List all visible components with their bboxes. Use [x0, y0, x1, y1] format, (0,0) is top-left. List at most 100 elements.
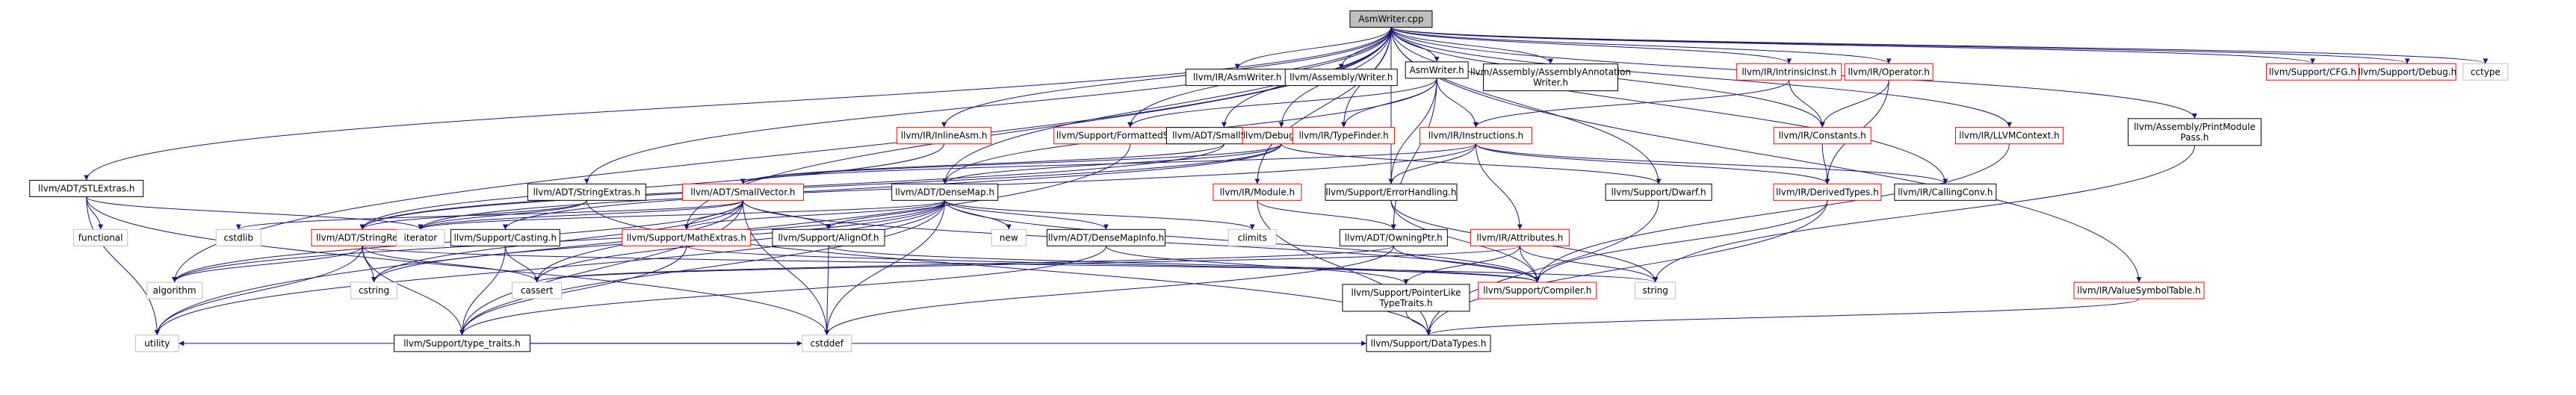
graph-node-ir-asmwriter-h[interactable]: llvm/IR/AsmWriter.h	[1185, 69, 1289, 87]
node-label: Pass.h	[2181, 132, 2209, 143]
node-box	[1773, 183, 1882, 201]
graph-node-typetraits[interactable]: llvm/Support/type_traits.h	[393, 335, 530, 352]
node-box	[2462, 63, 2509, 81]
graph-node-compiler[interactable]: llvm/Support/Compiler.h	[1478, 282, 1597, 299]
node-label: llvm/Support/PointerLike	[1351, 287, 1461, 298]
edge-inlineasm-to-stringref	[359, 143, 945, 230]
node-label: llvm/IR/IntrinsicInst.h	[1741, 66, 1836, 77]
edge-asmwriter_h-to-errorhandling	[1388, 78, 1437, 184]
node-box	[512, 282, 563, 299]
graph-node-cassert: cassert	[512, 282, 563, 299]
graph-node-llvmcontext[interactable]: llvm/IR/LLVMContext.h	[1955, 127, 2064, 145]
node-label: llvm/Support/Debug.h	[2358, 66, 2456, 77]
node-label: llvm/ADT/OwningPtr.h	[1345, 232, 1443, 243]
graph-node-alignof[interactable]: llvm/Support/AlignOf.h	[772, 228, 885, 246]
graph-node-inlineasm[interactable]: llvm/IR/InlineAsm.h	[897, 127, 992, 145]
edge-instructions-to-attributes	[1475, 143, 1523, 230]
node-box	[1325, 183, 1458, 201]
node-label: llvm/IR/Constants.h	[1779, 131, 1866, 141]
graph-node-typefinder[interactable]: llvm/IR/TypeFinder.h	[1292, 127, 1396, 145]
node-label: AsmWriter.h	[1410, 65, 1464, 75]
graph-node-debug-h[interactable]: llvm/Support/Debug.h	[2358, 63, 2456, 81]
edge-root-to-debug_h	[1390, 27, 2410, 64]
node-box	[215, 228, 261, 246]
edge-root-to-cctype	[1390, 27, 2488, 64]
node-box	[1419, 127, 1532, 145]
edge-root-to-module	[1254, 27, 1392, 184]
graph-node-callingconv[interactable]: llvm/IR/CallingConv.h	[1894, 183, 1997, 201]
graph-node-smallvector[interactable]: llvm/ADT/SmallVector.h	[681, 183, 804, 201]
graph-node-module[interactable]: llvm/IR/Module.h	[1213, 183, 1302, 201]
edge-asmwriter_h-to-owningptr	[1390, 78, 1437, 230]
edge-densemap-to-alignof	[826, 200, 946, 230]
graph-node-cstddef: cstddef	[802, 335, 852, 352]
node-box	[897, 127, 992, 145]
graph-node-errorhandling[interactable]: llvm/Support/ErrorHandling.h	[1325, 183, 1458, 201]
graph-node-asmwriter-h[interactable]: AsmWriter.h	[1405, 61, 1469, 79]
graph-node-intrinsic[interactable]: llvm/IR/IntrinsicInst.h	[1736, 63, 1842, 81]
node-label: llvm/ADT/DenseMapInfo.h	[1048, 232, 1164, 243]
graph-node-stringref[interactable]: llvm/ADT/StringRef.h	[311, 228, 414, 246]
graph-node-cfg[interactable]: llvm/Support/CFG.h	[2265, 63, 2359, 81]
graph-node-operator[interactable]: llvm/IR/Operator.h	[1844, 63, 1933, 81]
graph-node-densemap[interactable]: llvm/ADT/DenseMap.h	[891, 183, 999, 201]
graph-node-dwarf[interactable]: llvm/Support/Dwarf.h	[1605, 183, 1712, 201]
graph-node-instructions[interactable]: llvm/IR/Instructions.h	[1419, 127, 1532, 145]
graph-node-derivedtypes[interactable]: llvm/IR/DerivedTypes.h	[1773, 183, 1882, 201]
edge-root-to-stringextras	[583, 27, 1392, 184]
graph-node-densemapinfo[interactable]: llvm/ADT/DenseMapInfo.h	[1046, 228, 1165, 246]
node-label: llvm/IR/Module.h	[1220, 187, 1295, 197]
graph-node-owningptr[interactable]: llvm/ADT/OwningPtr.h	[1339, 228, 1448, 246]
node-box	[1470, 228, 1570, 246]
edge-mathextras-to-typetraits	[459, 246, 687, 335]
graph-node-constants[interactable]: llvm/IR/Constants.h	[1773, 127, 1871, 145]
graph-node-root[interactable]: AsmWriter.cpp	[1349, 10, 1433, 28]
graph-node-datatypes[interactable]: llvm/Support/DataTypes.h	[1366, 335, 1491, 352]
node-box	[527, 183, 646, 201]
edge-owningptr-to-cstddef	[824, 246, 1394, 335]
node-label: llvm/ADT/DenseMap.h	[895, 187, 994, 197]
node-label: llvm/IR/AsmWriter.h	[1193, 72, 1282, 83]
edge-smallstring-to-smallvector	[740, 143, 1224, 184]
node-label: llvm/Support/AlignOf.h	[778, 232, 879, 243]
graph-node-mathextras[interactable]: llvm/Support/MathExtras.h	[622, 228, 752, 246]
node-box	[1478, 282, 1597, 299]
node-label: llvm/ADT/STLExtras.h	[38, 183, 134, 193]
edge-stlextras-to-utility	[86, 196, 160, 335]
edge-debuginfo-to-smallvector	[740, 143, 1282, 184]
node-label: algorithm	[153, 285, 196, 296]
graph-node-assembly-writer[interactable]: llvm/Assembly/Writer.h	[1284, 69, 1398, 87]
node-box	[681, 183, 804, 201]
edge-dwarf-to-datatypes	[1425, 200, 1659, 335]
edge-stringextras-to-stringref	[359, 199, 587, 230]
edge-densemap-to-utility	[154, 200, 946, 335]
node-label: TypeTraits.h	[1378, 298, 1432, 308]
edge-densemap-to-mathextras	[684, 199, 946, 230]
node-box	[1213, 183, 1302, 201]
edge-densemapinfo-to-typetraits	[459, 246, 1106, 335]
edge-errorhandling-to-compiler	[1390, 200, 1541, 283]
edge-densemap-to-densemapinfo	[944, 200, 1109, 230]
edge-pointerlike-to-datatypes	[1405, 311, 1431, 335]
node-label: llvm/ADT/SmallVector.h	[690, 187, 795, 197]
graph-node-attributes[interactable]: llvm/IR/Attributes.h	[1470, 228, 1570, 246]
graph-node-stringextras[interactable]: llvm/ADT/StringExtras.h	[527, 183, 646, 201]
graph-node-utility: utility	[134, 335, 179, 352]
node-label: llvm/Support/CFG.h	[2269, 66, 2356, 77]
edge-instructions-to-callingconv	[1475, 143, 1948, 184]
graph-node-valuesymtab[interactable]: llvm/IR/ValueSymbolTable.h	[2073, 282, 2205, 299]
node-box	[2073, 282, 2205, 299]
node-label: llvm/IR/Attributes.h	[1476, 232, 1563, 243]
node-label: new	[1000, 232, 1018, 243]
node-box	[73, 228, 129, 246]
graph-node-string: string	[1635, 282, 1676, 299]
node-box	[1605, 183, 1712, 201]
node-box	[1844, 63, 1933, 81]
graph-node-casting[interactable]: llvm/Support/Casting.h	[450, 228, 560, 246]
graph-node-stlextras[interactable]: llvm/ADT/STLExtras.h	[29, 179, 144, 197]
